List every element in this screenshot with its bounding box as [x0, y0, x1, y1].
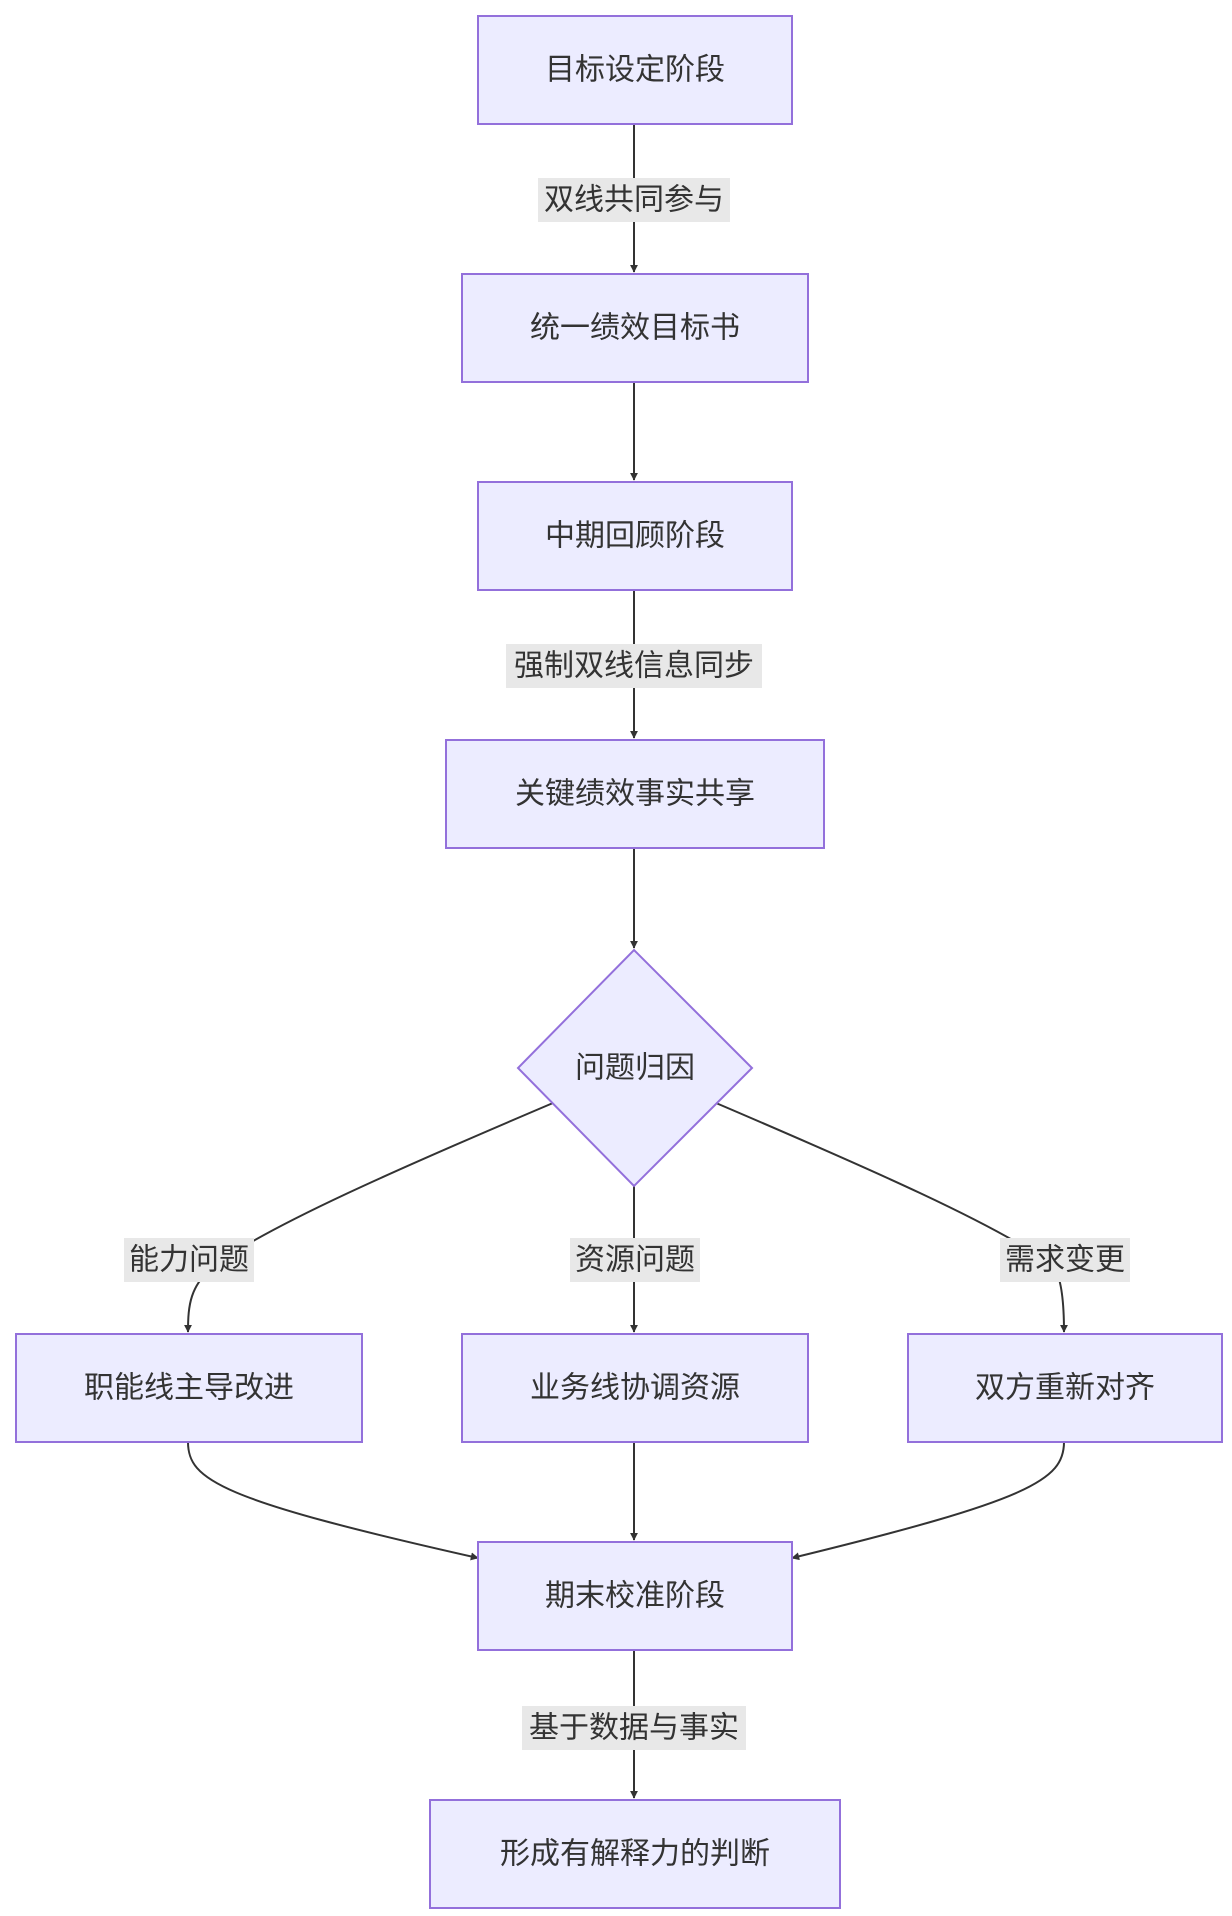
edge-label-data-based: 基于数据与事实	[522, 1706, 746, 1750]
node-attribution-label: 问题归因	[575, 1051, 695, 1086]
edge-labels: 双线共同参与 强制双线信息同步 能力问题 资源问题 需求变更 基于数据与事实	[124, 178, 1130, 1750]
node-final-calibration-label: 期末校准阶段	[545, 1579, 725, 1614]
edge-attribution-to-functional	[184, 1102, 554, 1333]
edge-label-forced-sync-text: 强制双线信息同步	[514, 649, 754, 684]
node-unified-goal-book[interactable]: 统一绩效目标书	[461, 273, 809, 383]
edge-label-forced-sync: 强制双线信息同步	[506, 644, 762, 688]
edge-label-demand-change-text: 需求变更	[1005, 1243, 1125, 1278]
edge-label-dual-participation: 双线共同参与	[538, 178, 730, 222]
node-midterm-review[interactable]: 中期回顾阶段	[477, 481, 793, 591]
node-business-coordinate[interactable]: 业务线协调资源	[461, 1333, 809, 1443]
node-both-realign-label: 双方重新对齐	[975, 1371, 1155, 1406]
edge-label-capability-issue-text: 能力问题	[129, 1243, 249, 1278]
node-midterm-review-label: 中期回顾阶段	[545, 519, 725, 554]
node-functional-improve[interactable]: 职能线主导改进	[15, 1333, 363, 1443]
edge-label-demand-change: 需求变更	[1000, 1238, 1130, 1282]
edge-label-data-based-text: 基于数据与事实	[529, 1711, 739, 1746]
edge-functional-to-final	[187, 1441, 479, 1561]
node-unified-goal-book-label: 统一绩效目标书	[530, 311, 740, 346]
node-business-coordinate-label: 业务线协调资源	[530, 1371, 740, 1406]
edge-label-resource-issue: 资源问题	[570, 1238, 700, 1282]
node-attribution-decision[interactable]: 问题归因	[516, 948, 754, 1188]
edge-realign-to-final	[791, 1441, 1065, 1561]
node-key-facts-sharing[interactable]: 关键绩效事实共享	[445, 739, 825, 849]
node-explainable-judgment[interactable]: 形成有解释力的判断	[429, 1799, 841, 1909]
node-key-facts-sharing-label: 关键绩效事实共享	[515, 777, 755, 812]
edge-label-resource-issue-text: 资源问题	[575, 1243, 695, 1278]
node-both-realign[interactable]: 双方重新对齐	[907, 1333, 1223, 1443]
node-goal-setting[interactable]: 目标设定阶段	[477, 15, 793, 125]
node-goal-setting-label: 目标设定阶段	[545, 53, 725, 88]
node-functional-improve-label: 职能线主导改进	[84, 1371, 294, 1406]
edge-attribution-to-realign	[715, 1102, 1068, 1333]
nodes: 目标设定阶段 统一绩效目标书 中期回顾阶段 关键绩效事实共享 问题归因 职能线主…	[15, 15, 1223, 1909]
edge-label-capability-issue: 能力问题	[124, 1238, 254, 1282]
edge-label-dual-participation-text: 双线共同参与	[544, 183, 724, 218]
node-explainable-judgment-label: 形成有解释力的判断	[500, 1837, 770, 1872]
node-final-calibration[interactable]: 期末校准阶段	[477, 1541, 793, 1651]
